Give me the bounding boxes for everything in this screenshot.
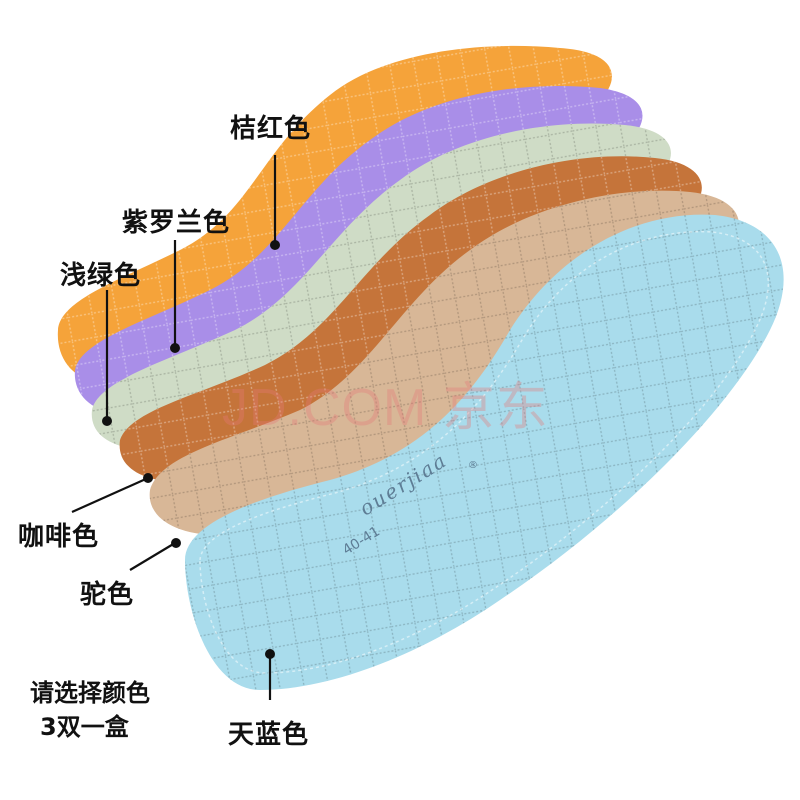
note-select-color: 请选择颜色	[30, 679, 150, 707]
label-camel: 驼色	[80, 580, 135, 610]
leader-lines	[71, 155, 277, 700]
registered-mark: ®	[468, 460, 478, 471]
jd-watermark: JD.COM 京东	[222, 379, 549, 437]
label-orange: 桔红色	[230, 114, 312, 144]
label-sky-blue: 天蓝色	[228, 720, 310, 750]
label-coffee: 咖啡色	[18, 522, 100, 552]
label-violet: 紫罗兰色	[122, 208, 231, 238]
note-pack-size: 3双一盒	[40, 713, 129, 741]
label-light-green: 浅绿色	[60, 261, 142, 291]
sky-blue-insole	[185, 214, 784, 690]
leader-dots	[102, 240, 280, 659]
